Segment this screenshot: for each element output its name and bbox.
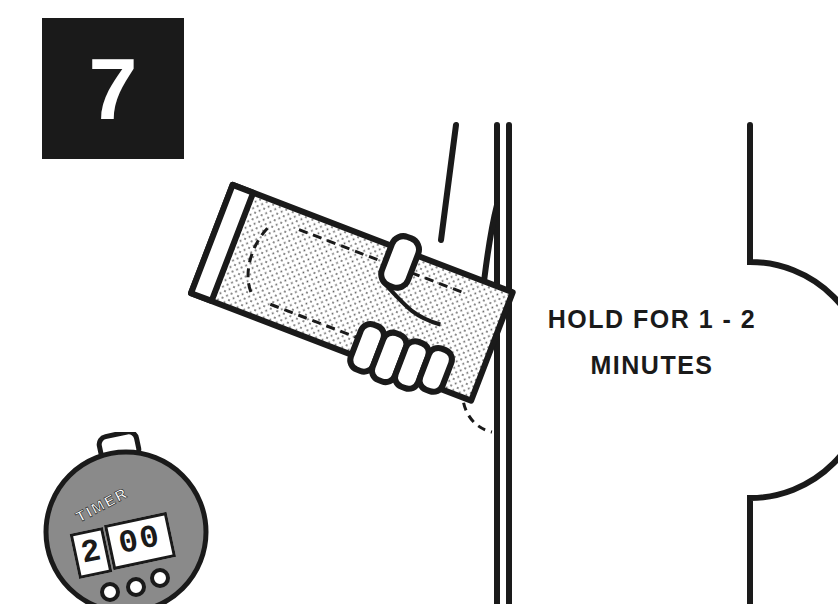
- wall: [497, 125, 509, 604]
- instruction-note: HOLD FOR 1 - 2 MINUTES: [532, 296, 772, 388]
- step-number: 7: [42, 18, 184, 159]
- timer-symbol: TIMER200: [40, 432, 212, 604]
- step-badge: 7: [42, 18, 184, 159]
- cup-in-hand: [186, 172, 518, 414]
- bracket-outline: [750, 125, 838, 604]
- timer-body: [40, 432, 212, 604]
